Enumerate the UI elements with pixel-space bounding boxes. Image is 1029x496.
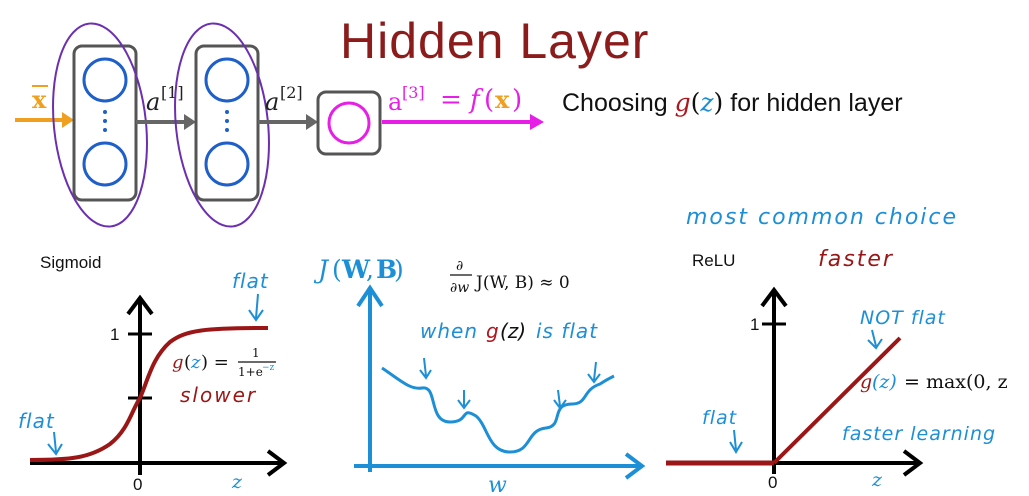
cost-curve — [381, 366, 615, 454]
svg-text:g: g — [172, 352, 184, 373]
cost-panel: J ( W , B ) w ∂ ∂w J(W, B) ≈ 0 when g (z… — [313, 255, 646, 496]
relu-linear-segment — [772, 336, 902, 465]
sigmoid-curve — [29, 326, 269, 462]
svg-text:J: J — [313, 255, 330, 284]
layer2-dot — [225, 119, 229, 123]
cost-y-arrowhead — [356, 284, 384, 308]
relu-tick-zero-label: 0 — [768, 473, 777, 492]
cost-arrow — [457, 390, 471, 410]
svg-text:W: W — [341, 255, 371, 284]
svg-text:): ) — [512, 85, 522, 115]
heading-z: z — [700, 88, 714, 117]
sigmoid-y-arrowhead — [126, 294, 154, 316]
svg-text:(: ( — [332, 255, 342, 284]
cost-note-flat: is flat — [536, 319, 598, 343]
cost-deriv-partial: ∂ — [456, 258, 463, 274]
svg-text:B: B — [376, 255, 397, 284]
relu-note-learning: faster learning — [842, 423, 996, 445]
sigmoid-flat-left-arrow — [47, 443, 63, 456]
heading-g: g — [674, 88, 691, 117]
svg-text:z: z — [190, 352, 201, 373]
output-box — [316, 90, 382, 156]
cost-arrow — [419, 357, 432, 380]
cost-arrow — [553, 389, 567, 410]
relu-y-arrowhead — [760, 286, 788, 308]
relu-note-not-flat: NOT flat — [860, 307, 946, 329]
sigmoid-x-arrowhead — [266, 449, 288, 477]
layer2-dot — [225, 128, 229, 132]
layer2-dot — [225, 110, 229, 114]
a2-label: a — [265, 88, 279, 116]
sigmoid-tick-zero-label: 0 — [133, 475, 142, 494]
a1-arrowhead — [184, 114, 196, 130]
relu-x-arrowhead — [902, 449, 924, 477]
relu-label: ReLU — [692, 251, 735, 270]
relu-note-flat: flat — [702, 407, 738, 429]
layer1-dot — [103, 119, 107, 123]
cost-deriv-expr: J(W, B) ≈ 0 — [474, 273, 570, 293]
relu-xlabel: z — [871, 469, 883, 491]
sigmoid-note-flat-left: flat — [18, 409, 55, 433]
input-x-label: x — [32, 85, 47, 114]
relu-panel: most common choice ReLU faster 1 0 z NOT… — [666, 205, 1008, 492]
relu-flat-arrow — [729, 429, 743, 454]
layer1-neuron-top — [82, 57, 128, 103]
relu-tick-one-label: 1 — [750, 315, 759, 334]
layer2-neuron-top — [204, 57, 250, 103]
page-title: Hidden Layer — [340, 13, 650, 69]
cost-note-g: g — [486, 319, 499, 343]
layer1-highlight — [52, 22, 148, 228]
output-neuron — [327, 101, 371, 145]
svg-text:(: ( — [484, 85, 494, 115]
a1-label: a — [146, 88, 160, 116]
layer2-neuron-bottom — [204, 141, 250, 187]
f-label: f — [468, 85, 484, 115]
svg-text:,: , — [366, 255, 374, 284]
a2-arrowhead — [306, 114, 318, 130]
a2-superscript: [2] — [280, 83, 303, 102]
input-arrowhead — [62, 112, 74, 128]
relu-formula-z: (z) — [872, 371, 897, 393]
sigmoid-formula-denominator: 1+e — [238, 365, 263, 379]
relu-formula-rhs: = max(0, z — [904, 371, 1008, 393]
sigmoid-panel: Sigmoid 1 0 z g ( z ) = 1 1+e −z slower … — [18, 253, 288, 494]
cost-note-when: when — [420, 319, 478, 343]
sigmoid-xlabel: z — [231, 471, 243, 493]
a3-superscript: [3] — [402, 83, 425, 102]
f-x-label: x — [495, 85, 510, 114]
relu-note-faster: faster — [818, 247, 894, 272]
svg-text:) =: ) = — [201, 352, 229, 373]
sigmoid-formula-exponent: −z — [262, 363, 275, 373]
sigmoid-label: Sigmoid — [40, 253, 101, 272]
svg-text:): ) — [394, 255, 404, 284]
sigmoid-formula-numerator: 1 — [252, 346, 260, 360]
cost-arrow — [587, 361, 601, 384]
cost-x-arrowhead — [624, 452, 646, 480]
cost-deriv-w: ∂w — [450, 280, 469, 296]
layer1-dot — [103, 110, 107, 114]
relu-note-common: most common choice — [686, 205, 958, 230]
a3-label: a — [388, 88, 402, 116]
heading-prefix: Choosing — [562, 89, 675, 117]
sigmoid-note-flat-right: flat — [232, 269, 269, 293]
svg-text:(: ( — [184, 352, 191, 373]
a3-arrowhead — [530, 114, 544, 130]
cost-xlabel: w — [488, 473, 507, 496]
sigmoid-flat-right-arrow — [248, 309, 264, 322]
layer1-dot — [103, 128, 107, 132]
cost-note-z: (z) — [500, 319, 526, 343]
network-diagram: x a [1] a [2] a [3] = f ( x ) — [15, 22, 544, 228]
section-heading: Choosing g(z) for hidden layer — [562, 88, 903, 117]
a3-equals: = — [440, 85, 462, 115]
relu-formula-g: g — [860, 371, 872, 393]
layer2-highlight — [174, 22, 270, 228]
sigmoid-tick-one-label: 1 — [110, 325, 119, 344]
relu-not-flat-arrow — [867, 329, 883, 350]
a1-superscript: [1] — [161, 83, 184, 102]
layer1-neuron-bottom — [82, 141, 128, 187]
sigmoid-note-slower: slower — [180, 383, 257, 407]
heading-suffix: for hidden layer — [723, 89, 903, 117]
